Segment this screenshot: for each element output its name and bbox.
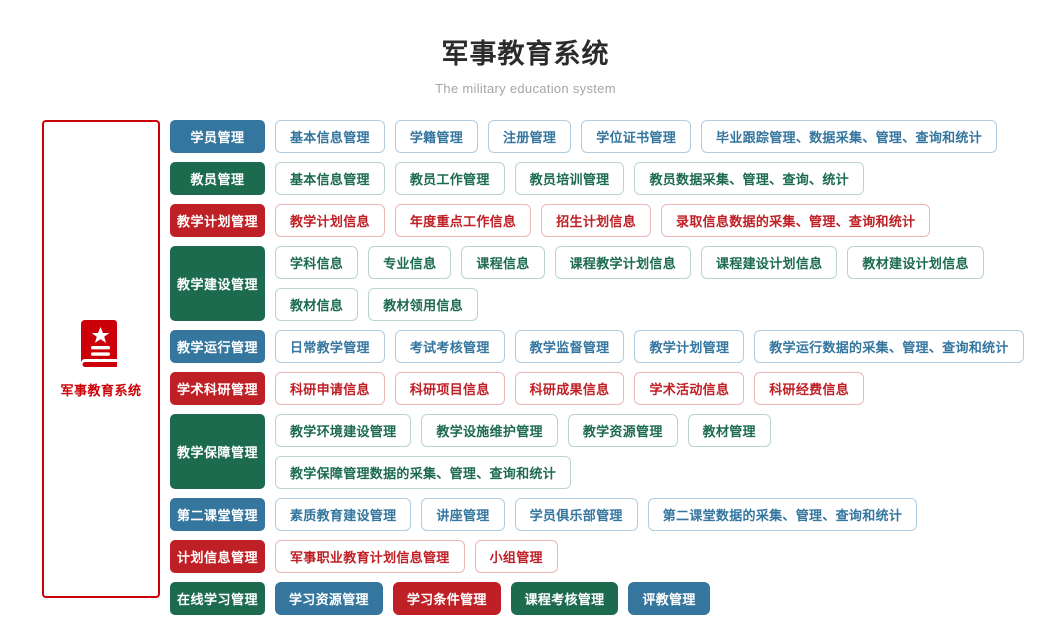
module-row: 在线学习管理学习资源管理学习条件管理课程考核管理评教管理 <box>170 581 1041 615</box>
row-label-4[interactable]: 教学运行管理 <box>170 329 265 363</box>
module-item[interactable]: 课程信息 <box>461 245 545 279</box>
module-item[interactable]: 第二课堂数据的采集、管理、查询和统计 <box>647 497 918 531</box>
row-label-5[interactable]: 学术科研管理 <box>170 371 265 405</box>
module-item[interactable]: 教学计划管理 <box>634 329 745 363</box>
module-row: 教员管理基本信息管理教员工作管理教员培训管理教员数据采集、管理、查询、统计 <box>170 161 1041 195</box>
main-content: 军事教育系统 学员管理基本信息管理学籍管理注册管理学位证书管理毕业跟踪管理、数据… <box>0 96 1051 624</box>
module-item[interactable]: 素质教育建设管理 <box>275 497 412 531</box>
module-item[interactable]: 学习条件管理 <box>392 581 501 615</box>
module-item[interactable]: 教学监督管理 <box>514 329 625 363</box>
system-sidebar-card[interactable]: 军事教育系统 <box>42 119 160 598</box>
module-item[interactable]: 教材领用信息 <box>368 287 479 321</box>
row-label-1[interactable]: 教员管理 <box>170 161 265 195</box>
module-item[interactable]: 教员培训管理 <box>514 161 625 195</box>
module-item[interactable]: 课程考核管理 <box>510 581 619 615</box>
row-label-3[interactable]: 教学建设管理 <box>170 245 265 321</box>
sidebar-system-label: 军事教育系统 <box>60 383 142 399</box>
page-header: 军事教育系统 The military education system <box>0 0 1051 96</box>
module-row: 教学保障管理教学环境建设管理教学设施维护管理教学资源管理教材管理教学保障管理数据… <box>170 413 1041 489</box>
module-item[interactable]: 教学计划信息 <box>275 203 385 237</box>
module-rows: 学员管理基本信息管理学籍管理注册管理学位证书管理毕业跟踪管理、数据采集、管理、查… <box>170 119 1051 624</box>
module-item[interactable]: 专业信息 <box>368 245 452 279</box>
module-item[interactable]: 注册管理 <box>488 119 572 153</box>
module-item[interactable]: 毕业跟踪管理、数据采集、管理、查询和统计 <box>701 119 998 153</box>
module-item[interactable]: 教材信息 <box>275 287 359 321</box>
module-item[interactable]: 学科信息 <box>275 245 359 279</box>
module-item[interactable]: 教学资源管理 <box>567 413 678 447</box>
module-item[interactable]: 考试考核管理 <box>394 329 505 363</box>
module-item[interactable]: 学术活动信息 <box>634 371 745 405</box>
row-items: 素质教育建设管理讲座管理学员俱乐部管理第二课堂数据的采集、管理、查询和统计 <box>275 497 1041 531</box>
module-row: 教学建设管理学科信息专业信息课程信息课程教学计划信息课程建设计划信息教材建设计划… <box>170 245 1041 321</box>
module-item[interactable]: 教员数据采集、管理、查询、统计 <box>634 161 864 195</box>
module-item[interactable]: 日常教学管理 <box>275 329 385 363</box>
module-item[interactable]: 科研成果信息 <box>514 371 625 405</box>
module-item[interactable]: 学籍管理 <box>394 119 479 153</box>
row-label-2[interactable]: 教学计划管理 <box>170 203 265 237</box>
row-label-9[interactable]: 在线学习管理 <box>170 581 265 615</box>
row-items: 基本信息管理教员工作管理教员培训管理教员数据采集、管理、查询、统计 <box>275 161 1041 195</box>
module-item[interactable]: 科研项目信息 <box>394 371 505 405</box>
book-star-icon <box>78 318 124 370</box>
module-item[interactable]: 军事职业教育计划信息管理 <box>275 539 465 573</box>
module-item[interactable]: 教材建设计划信息 <box>847 245 984 279</box>
row-items: 教学计划信息年度重点工作信息招生计划信息录取信息数据的采集、管理、查询和统计 <box>275 203 1041 237</box>
module-row: 教学运行管理日常教学管理考试考核管理教学监督管理教学计划管理教学运行数据的采集、… <box>170 329 1041 363</box>
module-item[interactable]: 教材管理 <box>687 413 771 447</box>
row-items: 科研申请信息科研项目信息科研成果信息学术活动信息科研经费信息 <box>275 371 1041 405</box>
module-row: 第二课堂管理素质教育建设管理讲座管理学员俱乐部管理第二课堂数据的采集、管理、查询… <box>170 497 1041 531</box>
module-item[interactable]: 小组管理 <box>474 539 558 573</box>
module-row: 学员管理基本信息管理学籍管理注册管理学位证书管理毕业跟踪管理、数据采集、管理、查… <box>170 119 1041 153</box>
module-item[interactable]: 基本信息管理 <box>275 119 385 153</box>
module-item[interactable]: 教学环境建设管理 <box>275 413 412 447</box>
page-subtitle: The military education system <box>435 80 616 96</box>
module-item[interactable]: 教学运行数据的采集、管理、查询和统计 <box>754 329 1024 363</box>
module-row: 计划信息管理军事职业教育计划信息管理小组管理 <box>170 539 1041 573</box>
module-row: 学术科研管理科研申请信息科研项目信息科研成果信息学术活动信息科研经费信息 <box>170 371 1041 405</box>
module-item[interactable]: 课程建设计划信息 <box>701 245 838 279</box>
module-item[interactable]: 科研申请信息 <box>275 371 385 405</box>
row-label-6[interactable]: 教学保障管理 <box>170 413 265 489</box>
row-items: 教学环境建设管理教学设施维护管理教学资源管理教材管理教学保障管理数据的采集、管理… <box>275 413 1041 489</box>
module-item[interactable]: 科研经费信息 <box>754 371 865 405</box>
module-item[interactable]: 课程教学计划信息 <box>554 245 692 279</box>
module-item[interactable]: 讲座管理 <box>421 497 505 531</box>
module-item[interactable]: 招生计划信息 <box>541 203 652 237</box>
module-item[interactable]: 年度重点工作信息 <box>394 203 532 237</box>
row-items: 学科信息专业信息课程信息课程教学计划信息课程建设计划信息教材建设计划信息教材信息… <box>275 245 1041 321</box>
page-title: 军事教育系统 <box>441 39 610 69</box>
row-items: 基本信息管理学籍管理注册管理学位证书管理毕业跟踪管理、数据采集、管理、查询和统计 <box>275 119 1041 153</box>
row-label-0[interactable]: 学员管理 <box>170 119 265 153</box>
row-label-7[interactable]: 第二课堂管理 <box>170 497 265 531</box>
module-item[interactable]: 教学保障管理数据的采集、管理、查询和统计 <box>275 455 572 489</box>
module-item[interactable]: 学位证书管理 <box>581 119 692 153</box>
module-item[interactable]: 基本信息管理 <box>275 161 385 195</box>
row-label-8[interactable]: 计划信息管理 <box>170 539 265 573</box>
module-item[interactable]: 录取信息数据的采集、管理、查询和统计 <box>661 203 931 237</box>
module-item[interactable]: 教学设施维护管理 <box>421 413 558 447</box>
module-item[interactable]: 学员俱乐部管理 <box>514 497 638 531</box>
row-items: 学习资源管理学习条件管理课程考核管理评教管理 <box>275 581 1041 615</box>
module-item[interactable]: 评教管理 <box>628 581 710 615</box>
row-items: 军事职业教育计划信息管理小组管理 <box>275 539 1041 573</box>
module-item[interactable]: 学习资源管理 <box>275 581 383 615</box>
module-item[interactable]: 教员工作管理 <box>394 161 505 195</box>
module-row: 教学计划管理教学计划信息年度重点工作信息招生计划信息录取信息数据的采集、管理、查… <box>170 203 1041 237</box>
row-items: 日常教学管理考试考核管理教学监督管理教学计划管理教学运行数据的采集、管理、查询和… <box>275 329 1041 363</box>
